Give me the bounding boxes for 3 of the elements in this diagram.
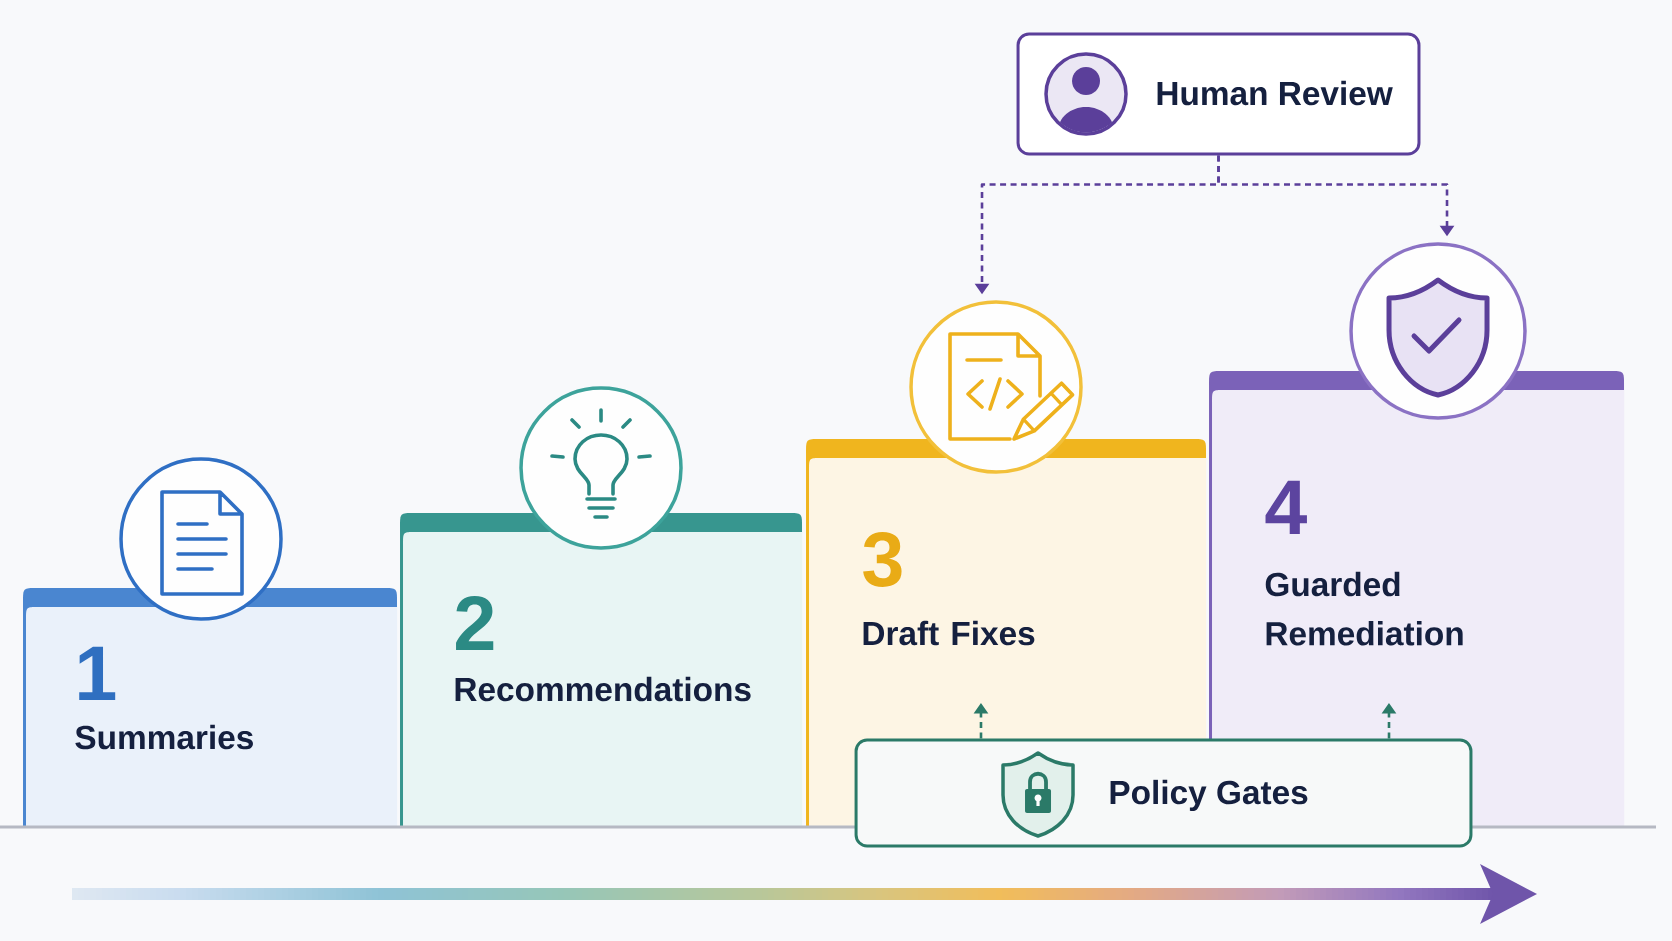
step-card: 2 Recommendations bbox=[400, 513, 802, 827]
label-box: Policy Gates bbox=[854, 738, 1473, 848]
step-card: 1 Summaries bbox=[23, 588, 397, 827]
